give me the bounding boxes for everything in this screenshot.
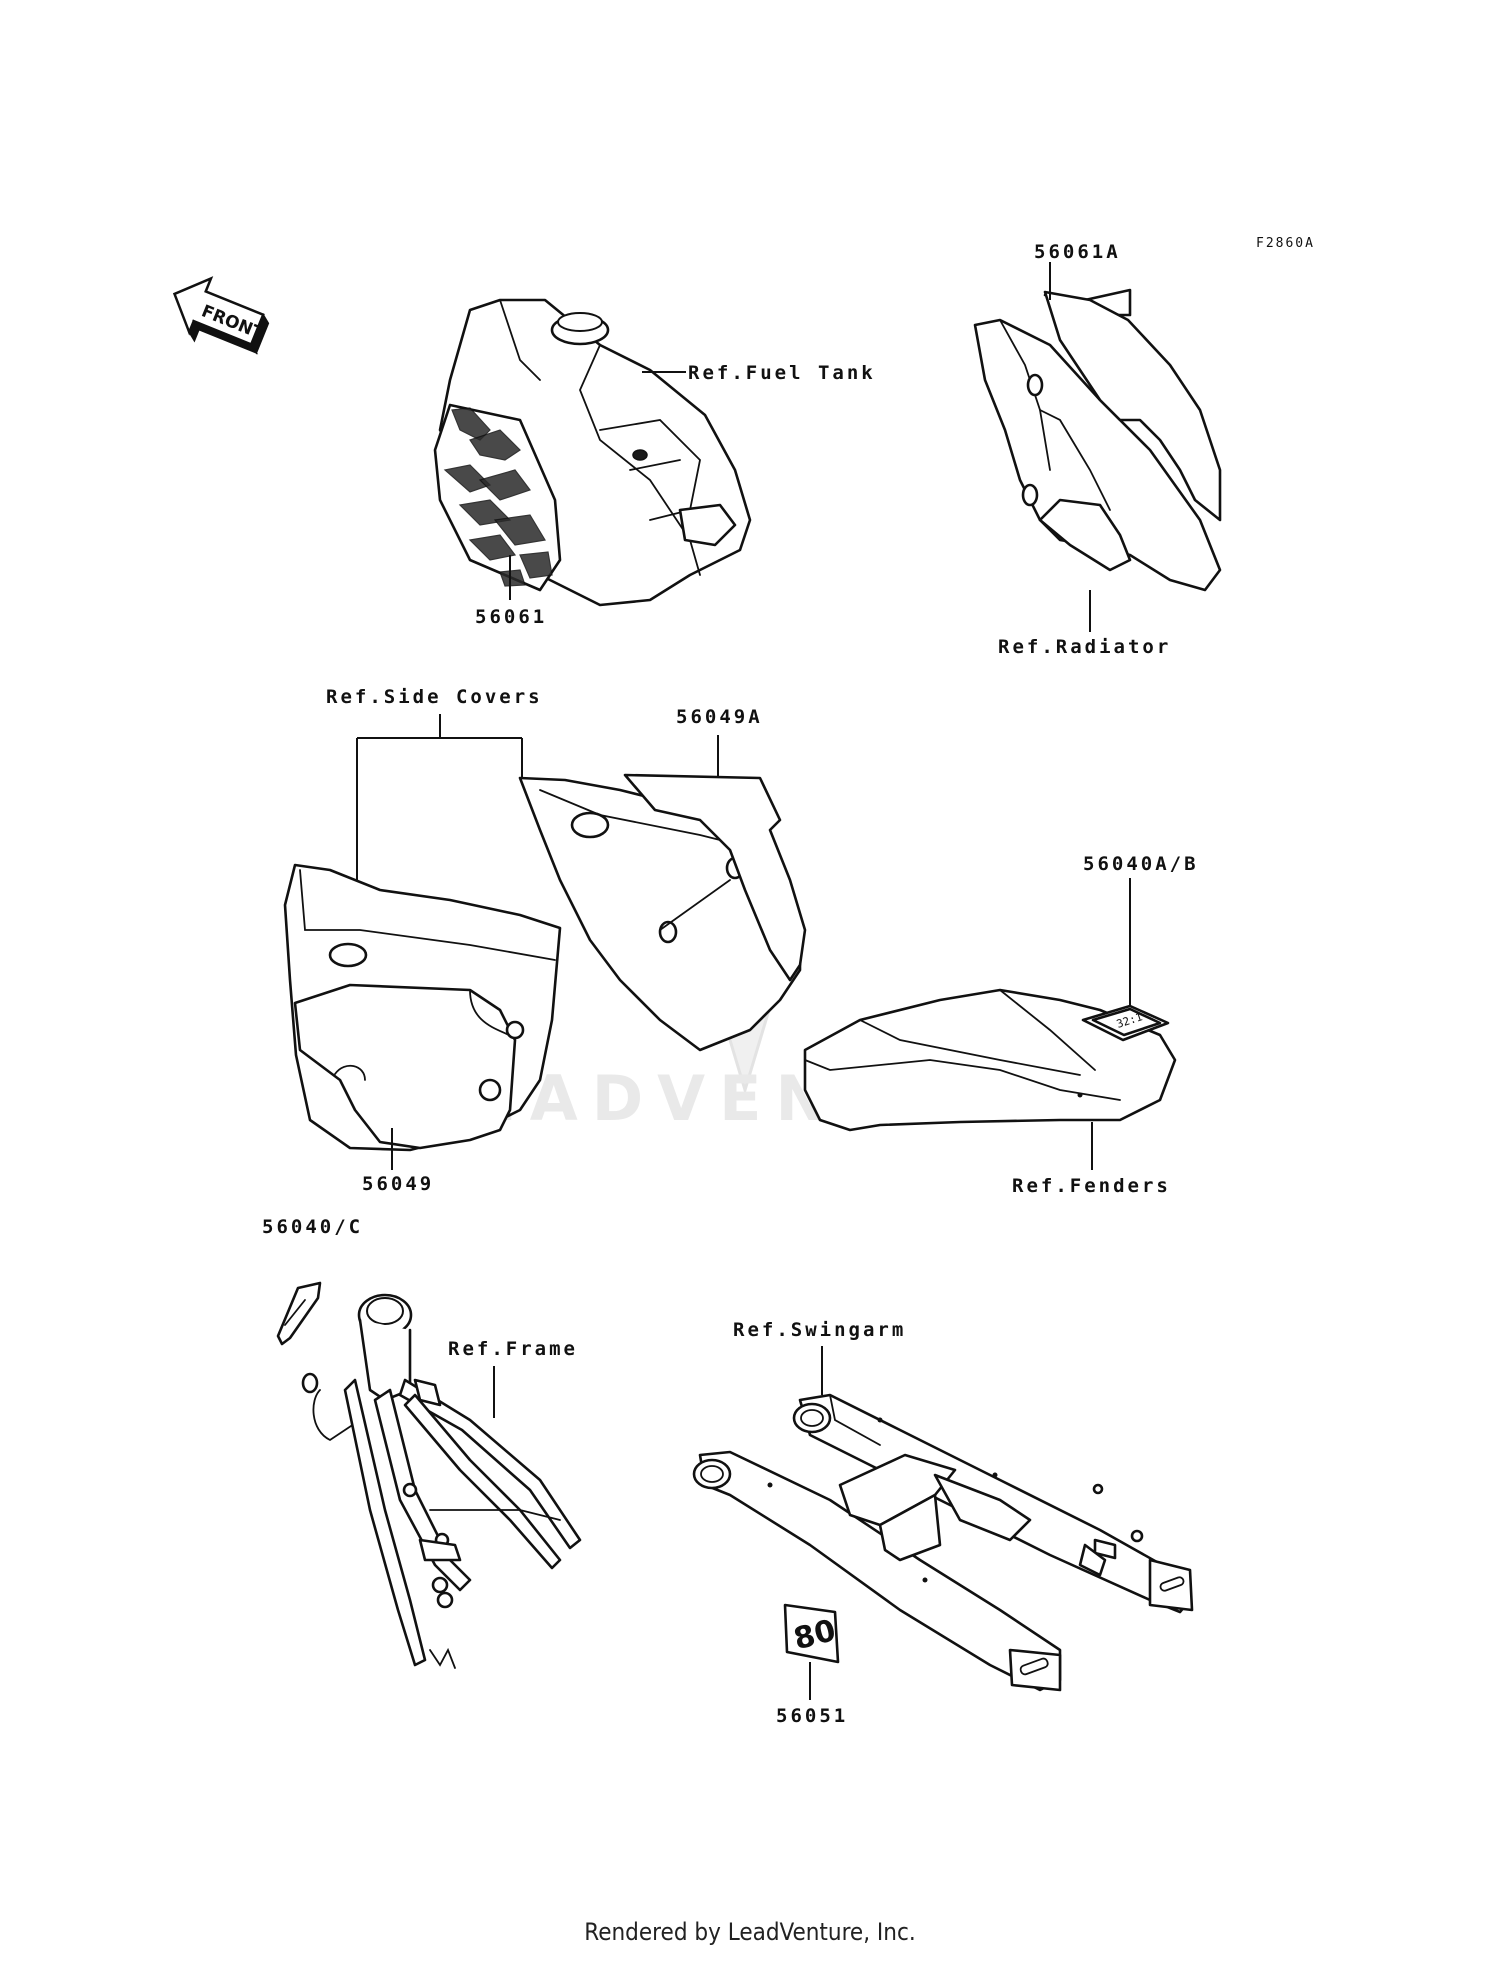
figure-code: F2860A <box>1256 236 1315 251</box>
label-fuel-tank: Ref.Fuel Tank <box>688 362 876 384</box>
part-number-56040AB: 56040A/B <box>1083 853 1199 875</box>
part-number-56049: 56049 <box>362 1173 434 1195</box>
side-covers-group <box>283 714 807 1170</box>
part-number-56061A: 56061A <box>1034 241 1121 263</box>
front-arrow-icon: FRONT <box>172 276 270 355</box>
swingarm-group: 80 <box>692 1346 1194 1700</box>
part-number-56061: 56061 <box>475 606 547 628</box>
label-frame: Ref.Frame <box>448 1338 578 1360</box>
part-number-56040C: 56040/C <box>262 1216 363 1238</box>
part-number-56049A: 56049A <box>676 706 763 728</box>
fender-group <box>803 988 1177 1170</box>
fuel-tank-group <box>433 298 752 607</box>
part-number-56051: 56051 <box>776 1705 848 1727</box>
label-side-covers: Ref.Side Covers <box>326 686 543 708</box>
label-fenders: Ref.Fenders <box>1012 1175 1171 1197</box>
radiator-group <box>973 262 1222 632</box>
frame-group <box>276 1281 582 1669</box>
label-radiator: Ref.Radiator <box>998 636 1171 658</box>
label-swingarm: Ref.Swingarm <box>733 1319 906 1341</box>
decal-56040AB: 32:1 <box>1081 878 1170 1042</box>
footer-credit: Rendered by LeadVenture, Inc. <box>584 1918 916 1946</box>
